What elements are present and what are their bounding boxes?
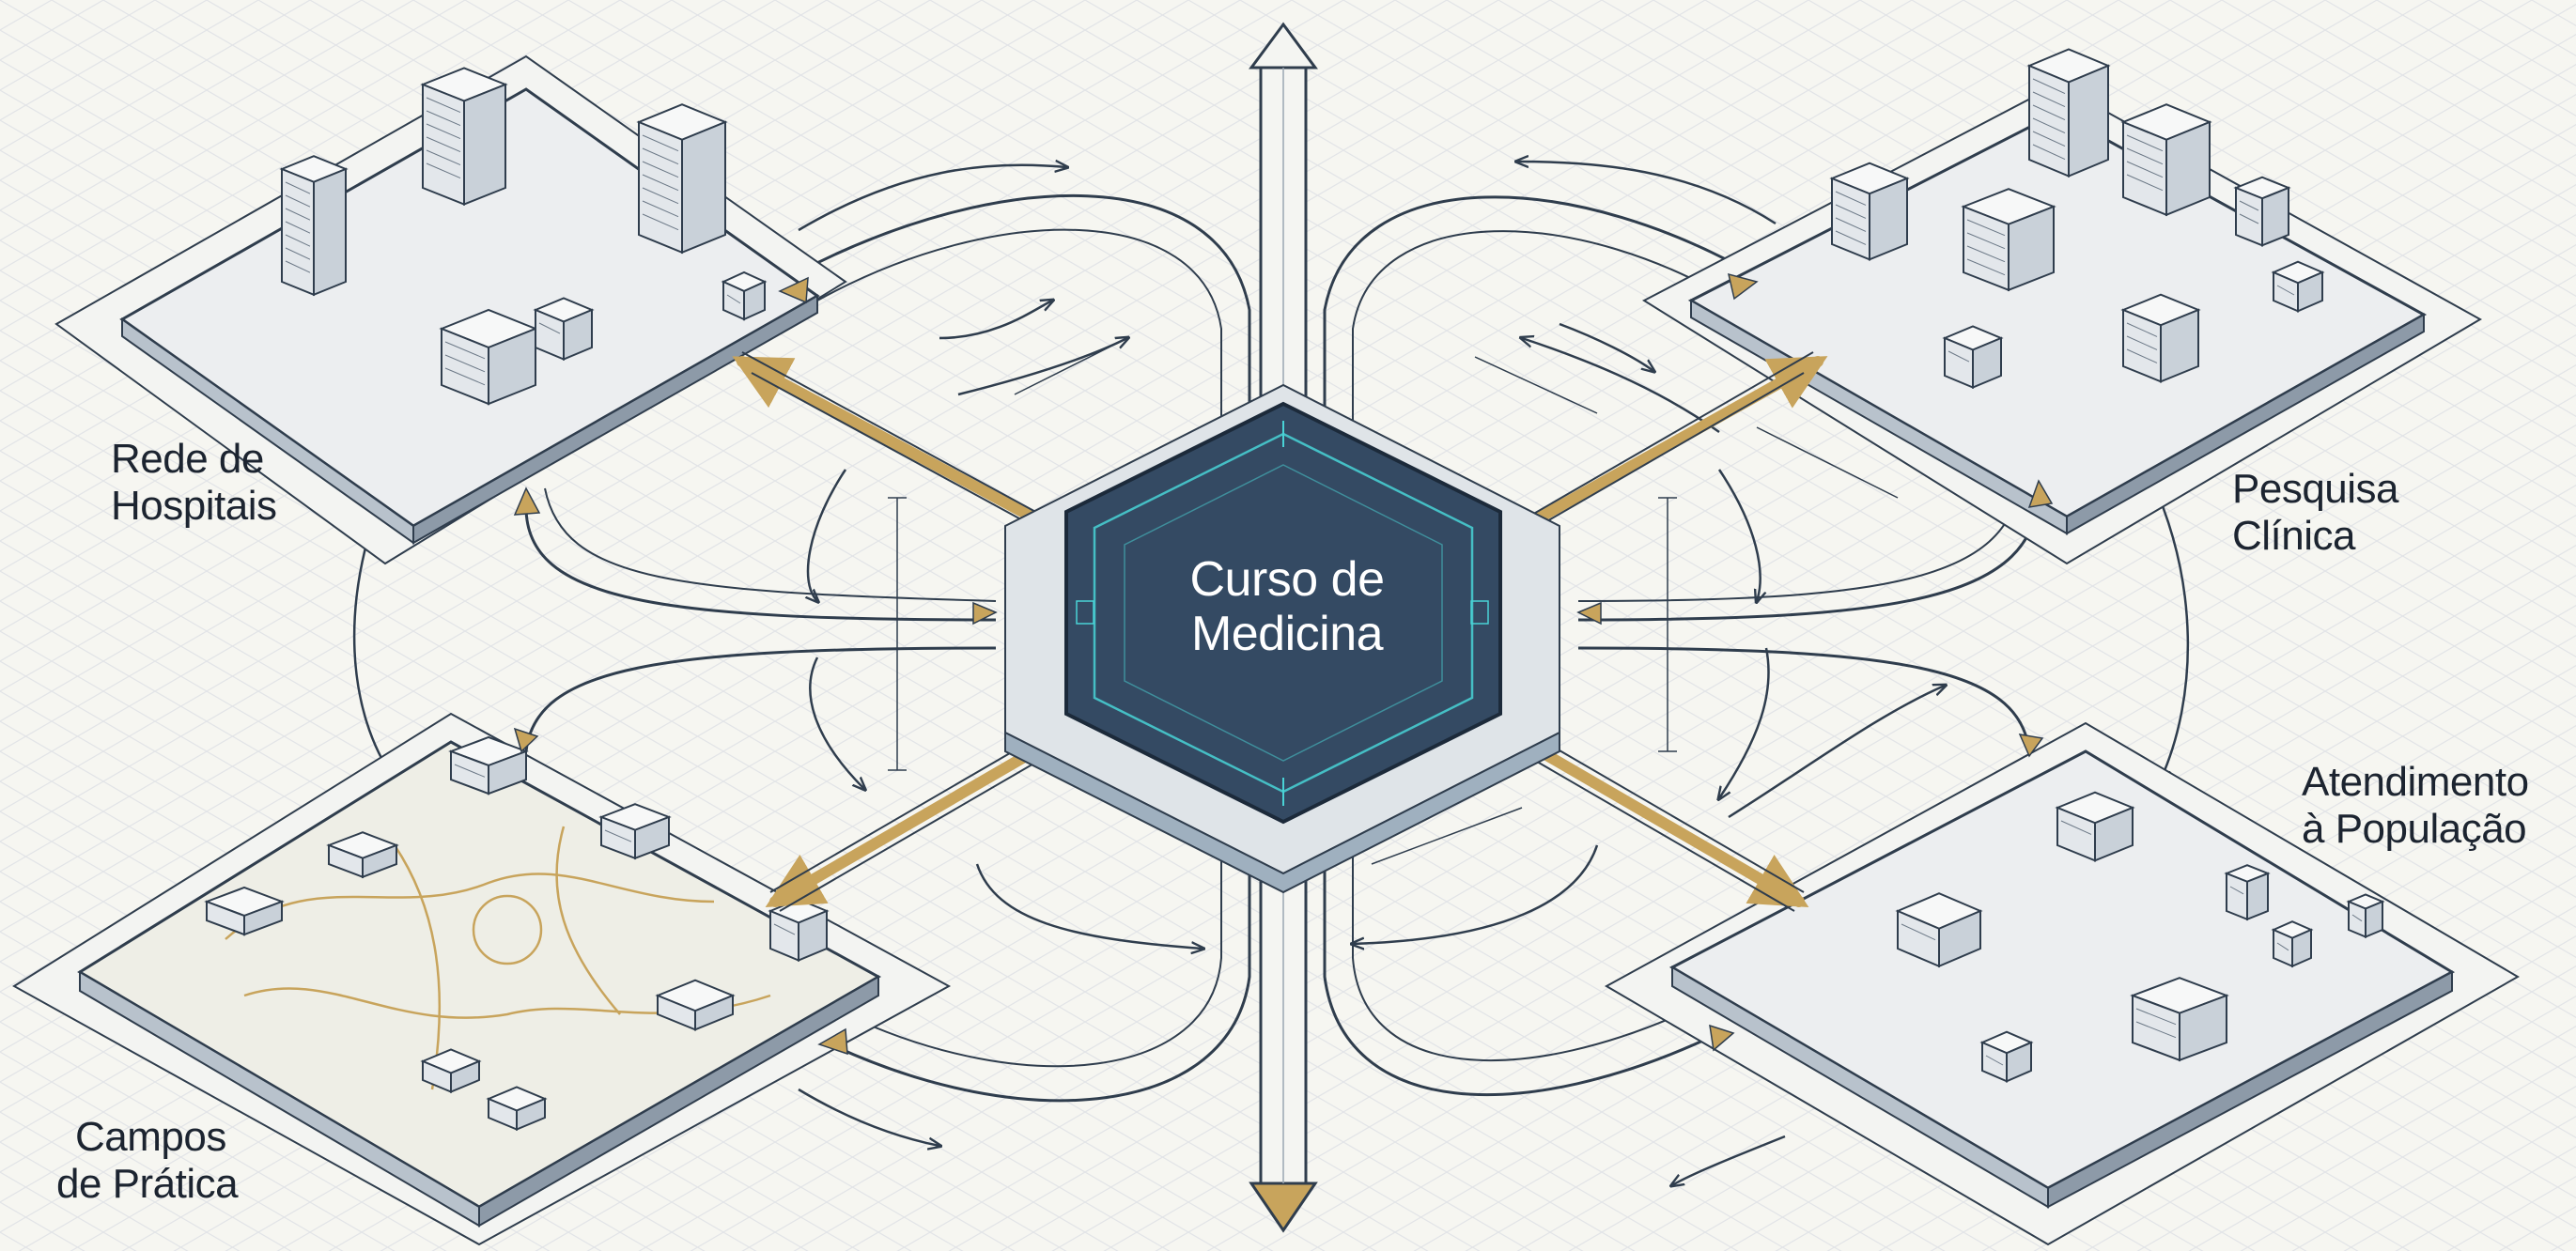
label-atendimento-line2: à População [2302,806,2529,853]
label-campos-de-pratica: Campos de Prática [75,1114,238,1208]
label-campos-line1: Campos [75,1114,238,1161]
hub-label-line1: Curso de [1080,552,1494,607]
research-building [1945,327,2001,388]
clinic-building [2349,895,2382,937]
research-building [1963,189,2054,290]
label-rede-de-hospitais: Rede de Hospitais [111,436,276,530]
hospital-building [535,299,592,360]
clinic-building [1982,1032,2031,1082]
hospital-building [639,104,725,253]
research-building [2273,262,2322,312]
research-building [2123,104,2210,215]
label-pesquisa-line2: Clínica [2232,513,2398,560]
research-building [2123,295,2198,382]
clinic-building [2057,793,2133,861]
hub-label-line2: Medicina [1080,607,1494,661]
campus-building [601,804,669,858]
clinic-building [2227,865,2268,919]
hospital-building [442,310,535,404]
label-hospitais-line2: Hospitais [111,483,276,530]
label-atendimento-populacao: Atendimento à População [2302,759,2529,853]
hospital-building [723,272,765,319]
hub-label-curso-de-medicina: Curso de Medicina [1080,552,1494,661]
hospital-building [423,69,505,205]
research-building [2236,178,2289,246]
label-atendimento-line1: Atendimento [2302,759,2529,806]
research-building [2029,50,2108,177]
research-building [1832,163,1907,260]
campus-building [770,900,827,961]
clinic-building [2133,978,2227,1060]
clinic-building [2273,921,2311,966]
label-hospitais-line1: Rede de [111,436,276,483]
label-pesquisa-clinica: Pesquisa Clínica [2232,466,2398,560]
label-campos-line2: de Prática [56,1161,238,1208]
hospital-building [282,156,346,295]
label-pesquisa-line1: Pesquisa [2232,466,2398,513]
